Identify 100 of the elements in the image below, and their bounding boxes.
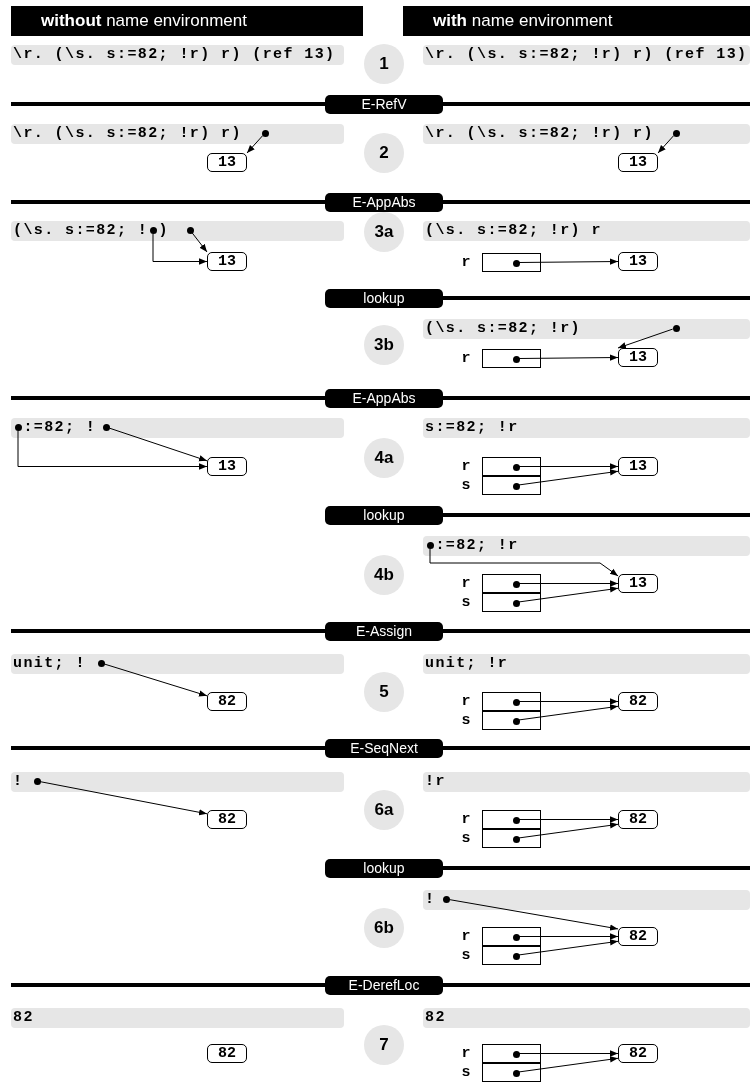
environment-cell [482, 810, 541, 829]
code-strip [11, 418, 344, 438]
variable-name: r [460, 574, 472, 593]
environment-cell [482, 1063, 541, 1082]
step-number: 7 [364, 1025, 404, 1065]
pointer-dot [512, 1070, 520, 1077]
column-header: with name environment [403, 6, 750, 36]
code-text: (\s. s:=82; !r) [425, 320, 582, 338]
pointer-dot [261, 129, 269, 137]
code-text: (\s. s:=82; !r) r [425, 222, 602, 240]
pointer-dot [672, 129, 680, 137]
pointer-dot [512, 581, 520, 588]
memory-value: 82 [618, 810, 658, 829]
memory-value: 13 [618, 348, 658, 367]
pointer-dot [186, 226, 194, 234]
environment-cell [482, 253, 541, 272]
variable-name: s [460, 593, 472, 612]
pointer-dot [97, 659, 105, 667]
variable-name: r [460, 927, 472, 946]
pointer-dot [512, 836, 520, 843]
pointer-arrow [152, 233, 208, 265]
memory-value: 82 [618, 1044, 658, 1063]
code-text: :=82; !r [435, 537, 519, 555]
pointer-dot [512, 464, 520, 471]
rule-label: lookup [325, 858, 443, 878]
code-text: \r. (\s. s:=82; !r) r) (ref 13) [425, 46, 748, 64]
code-strip [423, 319, 750, 339]
code-text: 82 [425, 1009, 446, 1027]
pointer-arrow [103, 663, 208, 697]
rule-label: E-AppAbs [325, 388, 443, 408]
code-strip [11, 654, 344, 674]
pointer-dot [512, 699, 520, 706]
environment-cell [482, 927, 541, 946]
pointer-arrow [518, 698, 619, 705]
rule-label: lookup [325, 288, 443, 308]
memory-value: 13 [207, 252, 247, 271]
code-text: s:=82; !r [425, 419, 519, 437]
pointer-dot [512, 260, 520, 267]
variable-name: r [460, 349, 472, 368]
memory-value: 13 [618, 252, 658, 271]
step-number: 3a [364, 212, 404, 252]
memory-value: 82 [618, 692, 658, 711]
code-strip [423, 772, 750, 792]
pointer-dot [512, 600, 520, 607]
step-number: 2 [364, 133, 404, 173]
variable-name: r [460, 692, 472, 711]
memory-value: 82 [207, 692, 247, 711]
pointer-arrow [191, 232, 208, 253]
step-number: 4a [364, 438, 404, 478]
code-strip [423, 1008, 750, 1028]
code-text: (\s. s:=82; ! ) [13, 222, 170, 240]
code-strip [423, 124, 750, 144]
variable-name: s [460, 476, 472, 495]
memory-value: 13 [207, 153, 247, 172]
code-strip [423, 654, 750, 674]
pointer-arrow [657, 135, 675, 154]
code-text: \r. (\s. s:=82; !r) r) [425, 125, 654, 143]
code-text: unit; !r [425, 655, 509, 673]
step-number: 6b [364, 908, 404, 948]
variable-name: s [460, 946, 472, 965]
pointer-arrow [429, 548, 619, 577]
environment-cell [482, 476, 541, 495]
step-number: 1 [364, 44, 404, 84]
step-number: 6a [364, 790, 404, 830]
step-number: 3b [364, 325, 404, 365]
code-text: \r. (\s. s:=82; !r) r) [13, 125, 242, 143]
pointer-dot [426, 541, 434, 549]
environment-cell [482, 692, 541, 711]
pointer-arrow [518, 1050, 619, 1057]
pointer-arrow [518, 704, 619, 721]
pointer-arrow [518, 822, 619, 839]
pointer-dot [33, 777, 41, 785]
memory-value: 13 [207, 457, 247, 476]
code-strip [11, 772, 344, 792]
pointer-arrow [518, 354, 619, 361]
memory-value: 82 [207, 1044, 247, 1063]
code-text: ! [13, 773, 24, 791]
rule-label: lookup [325, 505, 443, 525]
pointer-arrow [518, 258, 619, 265]
code-text: ! [425, 891, 436, 909]
variable-name: r [460, 253, 472, 272]
pointer-dot [512, 1051, 520, 1058]
rule-label: E-RefV [325, 94, 443, 114]
pointer-arrow [246, 135, 264, 154]
pointer-dot [512, 817, 520, 824]
environment-cell [482, 829, 541, 848]
pointer-arrow [518, 463, 619, 470]
variable-name: r [460, 1044, 472, 1063]
code-text: :=82; ! [23, 419, 97, 437]
pointer-arrow [17, 430, 208, 470]
pointer-arrow [518, 469, 619, 486]
code-text: 82 [13, 1009, 34, 1027]
code-strip [11, 124, 344, 144]
rule-label: E-AppAbs [325, 192, 443, 212]
environment-cell [482, 574, 541, 593]
pointer-arrow [39, 781, 208, 816]
pointer-arrow [518, 580, 619, 587]
pointer-arrow [108, 427, 208, 462]
environment-cell [482, 593, 541, 612]
code-text: \r. (\s. s:=82; !r) r) (ref 13) [13, 46, 336, 64]
